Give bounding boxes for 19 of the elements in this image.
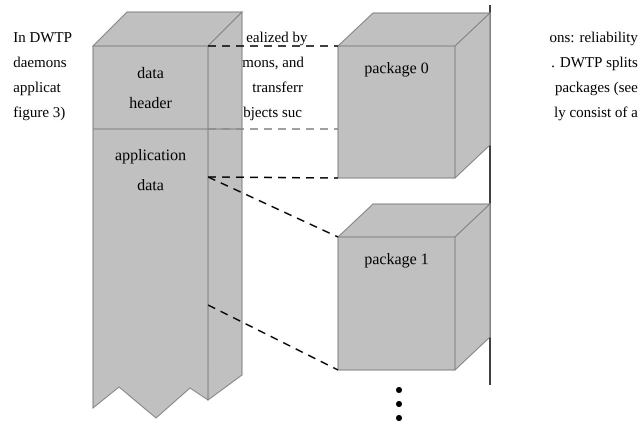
text-fragment: ealized by [246, 32, 308, 46]
text-fragment: packages (see [555, 82, 638, 96]
dashed-line [208, 176, 338, 179]
dashed-line [208, 304, 338, 371]
text-fragment: applicat [14, 82, 61, 96]
text-fragment: mons, and [242, 56, 304, 70]
text-fragment: figure 3) [14, 106, 65, 120]
text-fragment: . DWTP splits [552, 56, 638, 70]
text-fragment: ly consist of a [554, 106, 638, 120]
data-column: application data [92, 128, 242, 419]
dashed-line [208, 176, 338, 238]
dashed-line [208, 128, 338, 130]
text-fragment: transferr [252, 81, 303, 92]
dashed-line [208, 45, 338, 47]
node-label: application data [116, 148, 186, 190]
text-fragment: bjects suc [243, 106, 302, 120]
text-fragment: ons: reliability [550, 32, 638, 46]
text-fragment: daemons [14, 56, 66, 68]
text-fragment: In DWTP [14, 32, 72, 42]
